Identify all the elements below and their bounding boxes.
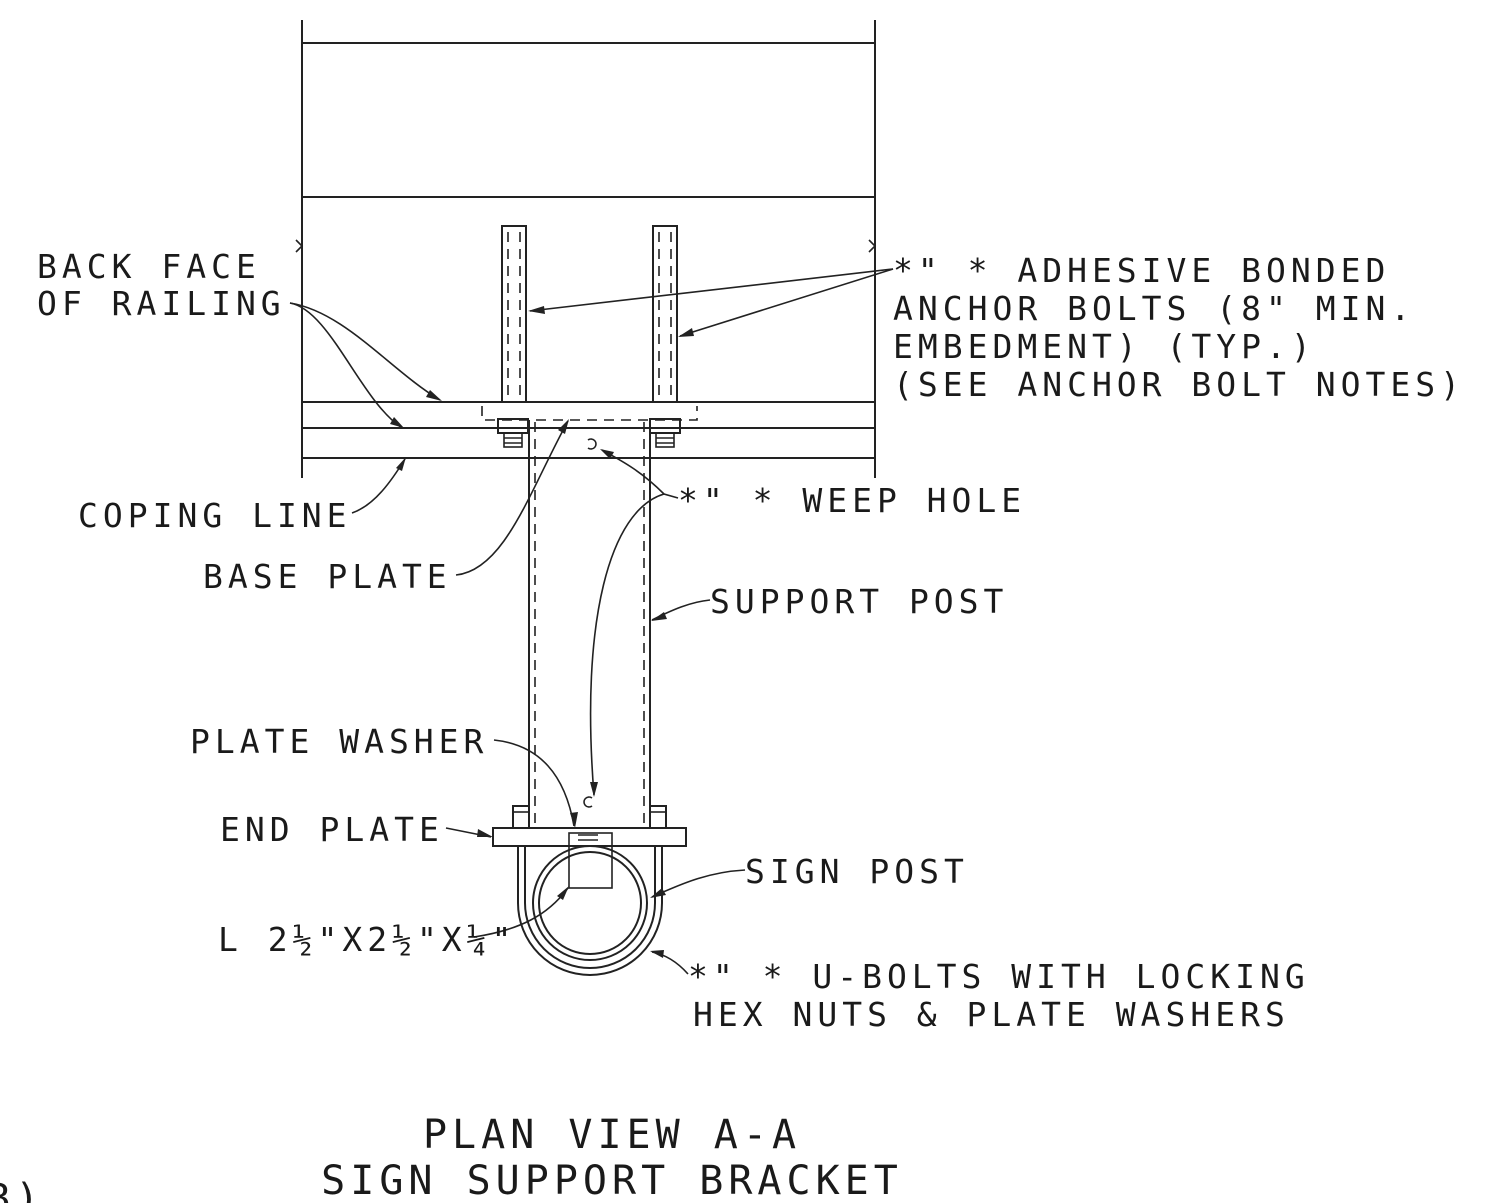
- edge-fragment-text: B): [0, 1176, 44, 1203]
- label-anchor-3: EMBEDMENT) (TYP.): [893, 327, 1316, 366]
- label-anchor-1: *" * ADHESIVE BONDED: [893, 251, 1390, 290]
- label-end-plate: END PLATE: [220, 810, 444, 849]
- drawing-title: PLAN VIEW A-A SIGN SUPPORT BRACKET: [321, 1112, 903, 1203]
- title-line-1: PLAN VIEW A-A: [423, 1112, 801, 1158]
- label-plate-washer: PLATE WASHER: [190, 722, 488, 761]
- label-angle: L 2½"X2½"X¼": [218, 920, 516, 959]
- label-anchor-2: ANCHOR BOLTS (8" MIN.: [893, 289, 1415, 328]
- label-weep-hole: *" * WEEP HOLE: [678, 481, 1026, 520]
- label-back-face-2: OF RAILING: [37, 284, 286, 323]
- callout-labels: BACK FACE OF RAILING *" * ADHESIVE BONDE…: [37, 247, 1465, 1034]
- anchor-bolts: [497, 225, 681, 448]
- base-plate: [481, 406, 698, 421]
- label-coping-line: COPING LINE: [78, 496, 352, 535]
- label-base-plate: BASE PLATE: [203, 557, 452, 596]
- coping-lines: [302, 401, 875, 459]
- railing-outline: [295, 20, 877, 478]
- support-post: [528, 420, 651, 828]
- label-back-face-1: BACK FACE: [37, 247, 261, 286]
- sign-post: [517, 832, 663, 976]
- leader-lines: [289, 268, 894, 975]
- label-anchor-4: (SEE ANCHOR BOLT NOTES): [893, 365, 1465, 404]
- label-ubolts-1: *" * U-BOLTS WITH LOCKING: [688, 957, 1310, 996]
- title-line-2: SIGN SUPPORT BRACKET: [321, 1158, 903, 1203]
- label-support-post: SUPPORT POST: [710, 582, 1008, 621]
- label-sign-post: SIGN POST: [745, 852, 969, 891]
- label-ubolts-2: HEX NUTS & PLATE WASHERS: [693, 995, 1290, 1034]
